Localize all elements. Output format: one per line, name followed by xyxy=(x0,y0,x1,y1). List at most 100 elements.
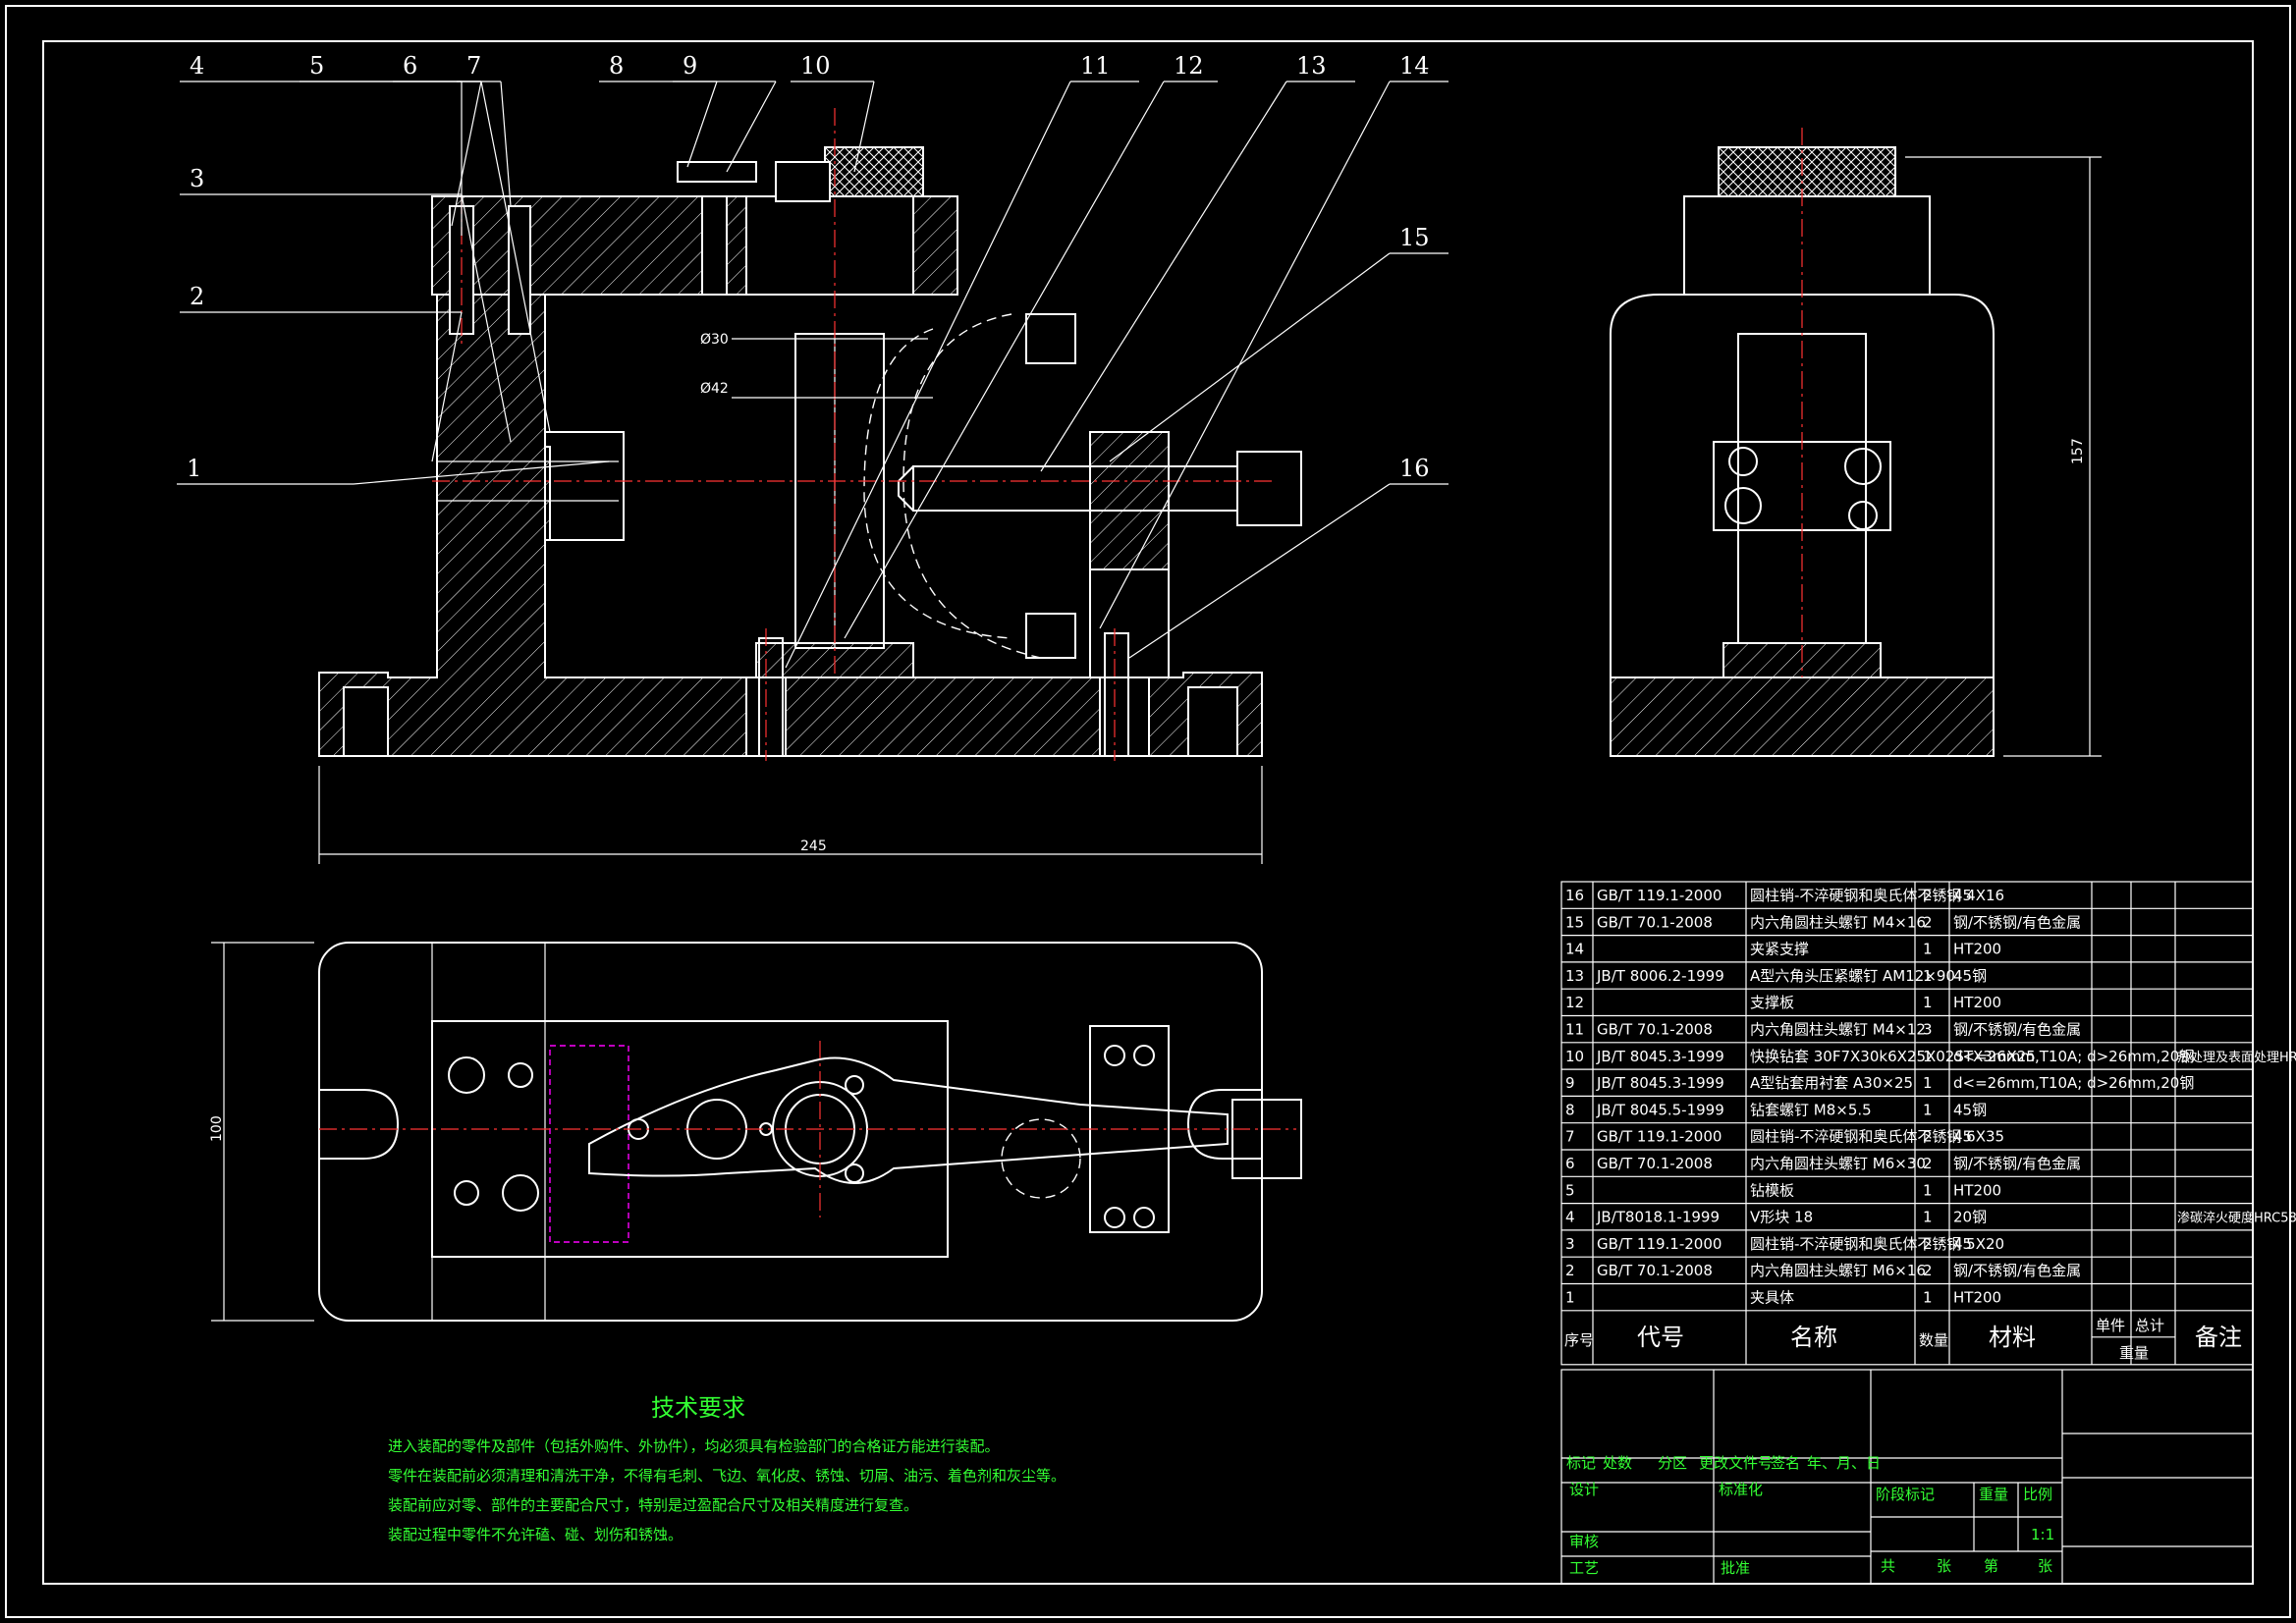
tb-count: 处数 xyxy=(1603,1454,1632,1472)
bom-no: 4 xyxy=(1565,1209,1575,1226)
tb-sheet-no: 第 xyxy=(1984,1557,1998,1575)
bom-qty: 2 xyxy=(1923,913,1933,931)
leader-line xyxy=(1099,81,1391,629)
dim-245: 245 xyxy=(800,839,827,854)
bom-header-material: 材料 xyxy=(1989,1324,2036,1351)
tb-total-sheets: 共 xyxy=(1881,1557,1895,1575)
bom-name: 钻套螺钉 M8×5.5 xyxy=(1750,1101,1872,1118)
bom-qty: 1 xyxy=(1923,1209,1933,1226)
part-label-14: 14 xyxy=(1399,52,1430,80)
bom-name: 内六角圆柱头螺钉 M6×16 xyxy=(1750,1262,1926,1279)
bom-header-code: 代号 xyxy=(1637,1324,1684,1351)
bom-material: HT200 xyxy=(1953,1289,2001,1307)
bom-code: GB/T 70.1-2008 xyxy=(1597,1262,1713,1279)
dim-bore-small: Ø30 xyxy=(700,332,729,348)
tb-design: 设计 xyxy=(1569,1481,1599,1498)
part-label-10: 10 xyxy=(800,52,831,80)
bom-header-name: 名称 xyxy=(1790,1324,1837,1351)
bom-material: 45钢 xyxy=(1953,967,1987,985)
bom-header-total: 总计 xyxy=(2135,1317,2164,1334)
bom-name: 内六角圆柱头螺钉 M6×30 xyxy=(1750,1155,1926,1172)
bom-qty: 2 xyxy=(1923,1155,1933,1172)
tb-process: 工艺 xyxy=(1569,1559,1599,1577)
bom-qty: 2 xyxy=(1923,1235,1933,1253)
bom-material: HT200 xyxy=(1953,994,2001,1011)
bom-code: JB/T 8045.3-1999 xyxy=(1596,1048,1724,1065)
inner-frame xyxy=(42,40,2254,1585)
bom-no: 16 xyxy=(1565,887,1584,904)
tb-stage: 阶段标记 xyxy=(1876,1486,1935,1503)
leader-line xyxy=(480,81,551,433)
leader-line xyxy=(1040,81,1287,472)
bom-code: GB/T 119.1-2000 xyxy=(1597,1128,1722,1146)
tech-requirements: 技术要求 进入装配的零件及部件（包括外购件、外协件），均必须具有检验部门的合格证… xyxy=(388,1394,1066,1543)
tb-sign: 签名 xyxy=(1771,1454,1800,1472)
bom-code: GB/T 119.1-2000 xyxy=(1597,887,1722,904)
part-label-6: 6 xyxy=(403,52,417,80)
tb-sheet-unit: 张 xyxy=(2038,1557,2052,1575)
tb-mark: 标记 xyxy=(1566,1454,1596,1472)
tb-doc: 更改文件号 xyxy=(1699,1454,1773,1472)
part-label-2: 2 xyxy=(190,283,204,310)
bom-material: 钢/不锈钢/有色金属 xyxy=(1953,1021,2081,1039)
leader-line xyxy=(461,193,512,443)
bom-name: 快换钻套 30F7X30k6X25X02STX3mX25 xyxy=(1750,1048,2036,1065)
tb-approve: 批准 xyxy=(1721,1559,1750,1577)
bom-material: d<=26mm,T10A; d>26mm,20钢 xyxy=(1953,1074,2194,1092)
part-label-7: 7 xyxy=(466,52,481,80)
dim-bore-large: Ø42 xyxy=(700,381,729,397)
bom-no: 15 xyxy=(1565,913,1584,931)
bom-material: 钢/不锈钢/有色金属 xyxy=(1953,1262,2081,1279)
bom-code: JB/T 8045.3-1999 xyxy=(1596,1074,1724,1092)
bom-name: 圆柱销-不淬硬钢和奥氏体不锈钢 4X16 xyxy=(1750,887,2004,904)
tb-sheets-unit: 张 xyxy=(1937,1557,1951,1575)
bom-name: 钻模板 xyxy=(1750,1181,1794,1199)
tech-req-line-4: 装配过程中零件不允许磕、碰、划伤和锈蚀。 xyxy=(388,1526,683,1543)
front-view: 245 Ø30 Ø42 xyxy=(318,108,1302,864)
leader-line xyxy=(353,460,610,485)
part-label-9: 9 xyxy=(683,52,697,80)
bom-material: 45 xyxy=(1953,887,1972,904)
bom-material: 20钢 xyxy=(1953,1209,1987,1226)
bom-header-note: 备注 xyxy=(2195,1324,2242,1351)
leader-line xyxy=(726,81,777,173)
side-view: 157 xyxy=(1610,128,2102,757)
bom-no: 13 xyxy=(1565,967,1584,985)
bom-qty: 2 xyxy=(1923,1128,1933,1146)
bom-header-qty: 数量 xyxy=(1919,1331,1948,1349)
leader-line xyxy=(785,81,1071,669)
bom-name: A型钻套用衬套 A30×25 xyxy=(1750,1074,1913,1092)
bom-name: 内六角圆柱头螺钉 M4×12 xyxy=(1750,1021,1926,1039)
bom-name: 夹紧支撑 xyxy=(1750,941,1809,958)
tb-date: 年、月、日 xyxy=(1807,1454,1881,1472)
part-label-11: 11 xyxy=(1080,52,1111,80)
bom-name: V形块 18 xyxy=(1750,1209,1813,1226)
bom-material: 钢/不锈钢/有色金属 xyxy=(1953,913,2081,931)
bom-qty: 1 xyxy=(1923,1101,1933,1118)
bom-name: A型六角头压紧螺钉 AM12×90 xyxy=(1750,967,1955,985)
leader-line xyxy=(853,81,875,173)
leader-line xyxy=(686,81,718,168)
bom-name: 内六角圆柱头螺钉 M4×16 xyxy=(1750,913,1926,931)
tb-review: 审核 xyxy=(1569,1533,1599,1550)
bom-no: 7 xyxy=(1565,1128,1575,1146)
bom-no: 3 xyxy=(1565,1235,1575,1253)
part-label-15: 15 xyxy=(1399,224,1430,251)
bom-no: 2 xyxy=(1565,1262,1575,1279)
tb-scale: 比例 xyxy=(2023,1486,2052,1503)
leader-line xyxy=(1109,252,1391,462)
tb-scale-value: 1:1 xyxy=(2031,1526,2054,1543)
bom-no: 14 xyxy=(1565,941,1584,958)
dim-157: 157 xyxy=(2070,438,2086,464)
bom-code: GB/T 70.1-2008 xyxy=(1597,1155,1713,1172)
tech-req-line-1: 进入装配的零件及部件（包括外购件、外协件），均必须具有检验部门的合格证方能进行装… xyxy=(388,1437,1000,1455)
bom-name: 夹具体 xyxy=(1750,1289,1794,1307)
part-label-5: 5 xyxy=(309,52,324,80)
bom-code: GB/T 119.1-2000 xyxy=(1597,1235,1722,1253)
dim-100: 100 xyxy=(209,1115,225,1142)
part-label-3: 3 xyxy=(190,165,204,192)
bom-code: JB/T 8045.5-1999 xyxy=(1596,1101,1724,1118)
tech-req-line-2: 零件在装配前必须清理和清洗干净，不得有毛刺、飞边、氧化皮、锈蚀、切屑、油污、着色… xyxy=(388,1467,1066,1485)
leader-line xyxy=(431,311,463,462)
